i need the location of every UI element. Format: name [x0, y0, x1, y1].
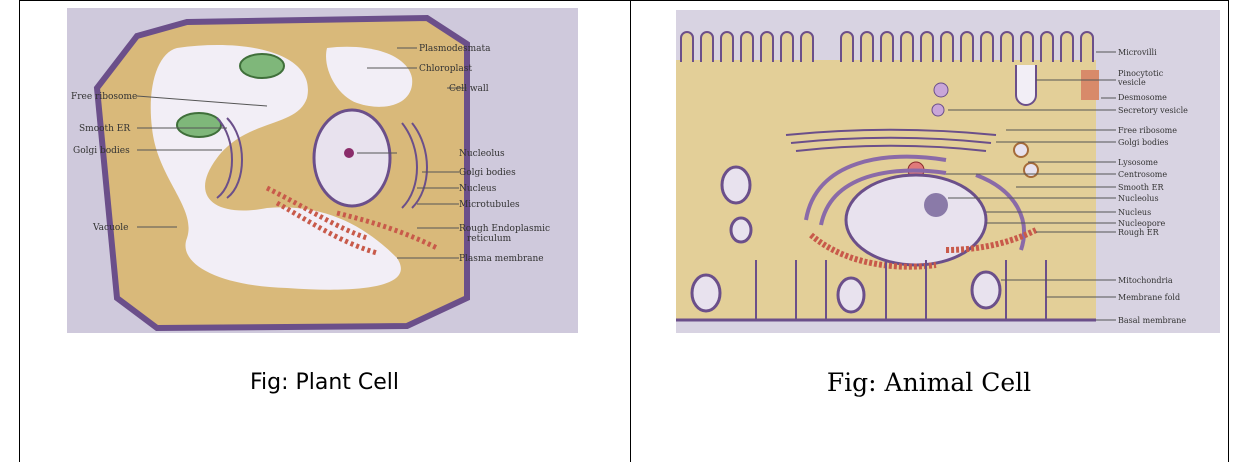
plant-label-vacuole: Vacuole [92, 223, 129, 233]
animal-label-pinocytotic-1: Pinocytotic [1118, 69, 1164, 78]
plant-label-plasma-membrane: Plasma membrane [459, 254, 544, 264]
plant-label-cell-wall: Cell wall [449, 84, 489, 94]
animal-label-smooth-er: Smooth ER [1118, 183, 1164, 192]
animal-microvilli [681, 32, 1093, 62]
plant-label-rough-er-2: reticulum [467, 234, 512, 244]
animal-label-golgi: Golgi bodies [1118, 138, 1168, 147]
animal-cell-image: Microvilli Pinocytotic vesicle Desmosome… [676, 10, 1220, 333]
plant-cell-caption: Fig: Plant Cell [19, 370, 630, 395]
animal-label-membrane-fold: Membrane fold [1118, 293, 1180, 302]
animal-nucleolus [924, 193, 948, 217]
animal-label-microvilli: Microvilli [1118, 48, 1157, 57]
animal-mitochondrion-1 [722, 167, 750, 203]
plant-label-chloroplast: Chloroplast [419, 64, 472, 74]
animal-label-lysosome: Lysosome [1118, 158, 1158, 167]
animal-label-mitochondria: Mitochondria [1118, 276, 1173, 285]
animal-secretory-vesicle-1 [934, 83, 948, 97]
animal-mitochondrion-3 [692, 275, 720, 311]
plant-cell-image: Plasmodesmata Chloroplast Cell wall Free… [67, 8, 578, 333]
animal-cell-panel: Microvilli Pinocytotic vesicle Desmosome… [630, 0, 1228, 462]
plant-label-microtubules: Microtubules [459, 200, 520, 210]
plant-nucleolus [344, 148, 354, 158]
animal-label-rough-er: Rough ER [1118, 228, 1160, 237]
table-right-border [1228, 0, 1229, 462]
plant-label-smooth-er: Smooth ER [79, 124, 130, 134]
plant-nucleus [314, 110, 390, 206]
animal-lysosome-1 [1014, 143, 1028, 157]
animal-label-nucleopore: Nucleopore [1118, 219, 1166, 228]
plant-chloroplast-1 [240, 54, 284, 78]
animal-label-desmosome: Desmosome [1118, 93, 1167, 102]
animal-label-nucleolus: Nucleolus [1118, 194, 1159, 203]
animal-label-pinocytotic-2: vesicle [1117, 78, 1146, 87]
animal-mitochondrion-5 [972, 272, 1000, 308]
plant-chloroplast-2 [177, 113, 221, 137]
plant-label-golgi-right: Golgi bodies [459, 168, 516, 178]
animal-label-secretory-vesicle: Secretory vesicle [1118, 106, 1188, 115]
plant-label-golgi-left: Golgi bodies [73, 146, 130, 156]
animal-desmosome [1081, 70, 1099, 100]
animal-label-free-ribosome: Free ribosome [1118, 126, 1177, 135]
plant-label-nucleus: Nucleus [459, 184, 497, 194]
plant-cell-panel: Plasmodesmata Chloroplast Cell wall Free… [19, 0, 630, 462]
plant-label-rough-er-1: Rough Endoplasmic [459, 224, 550, 234]
animal-secretory-vesicle-2 [932, 104, 944, 116]
animal-label-nucleus: Nucleus [1118, 208, 1151, 217]
animal-nucleus [846, 175, 986, 265]
animal-mitochondrion-4 [838, 278, 864, 312]
animal-cell-caption: Fig: Animal Cell [630, 368, 1228, 397]
plant-label-free-ribosome: Free ribosome [71, 92, 137, 102]
animal-label-centrosome: Centrosome [1118, 170, 1167, 179]
animal-mitochondrion-2 [731, 218, 751, 242]
animal-pinocytotic-vesicle [1016, 65, 1036, 105]
plant-label-plasmodesmata: Plasmodesmata [419, 44, 491, 54]
animal-lysosome-2 [1024, 163, 1038, 177]
animal-label-basal-membrane: Basal membrane [1118, 316, 1186, 325]
plant-label-nucleolus: Nucleolus [459, 149, 505, 159]
